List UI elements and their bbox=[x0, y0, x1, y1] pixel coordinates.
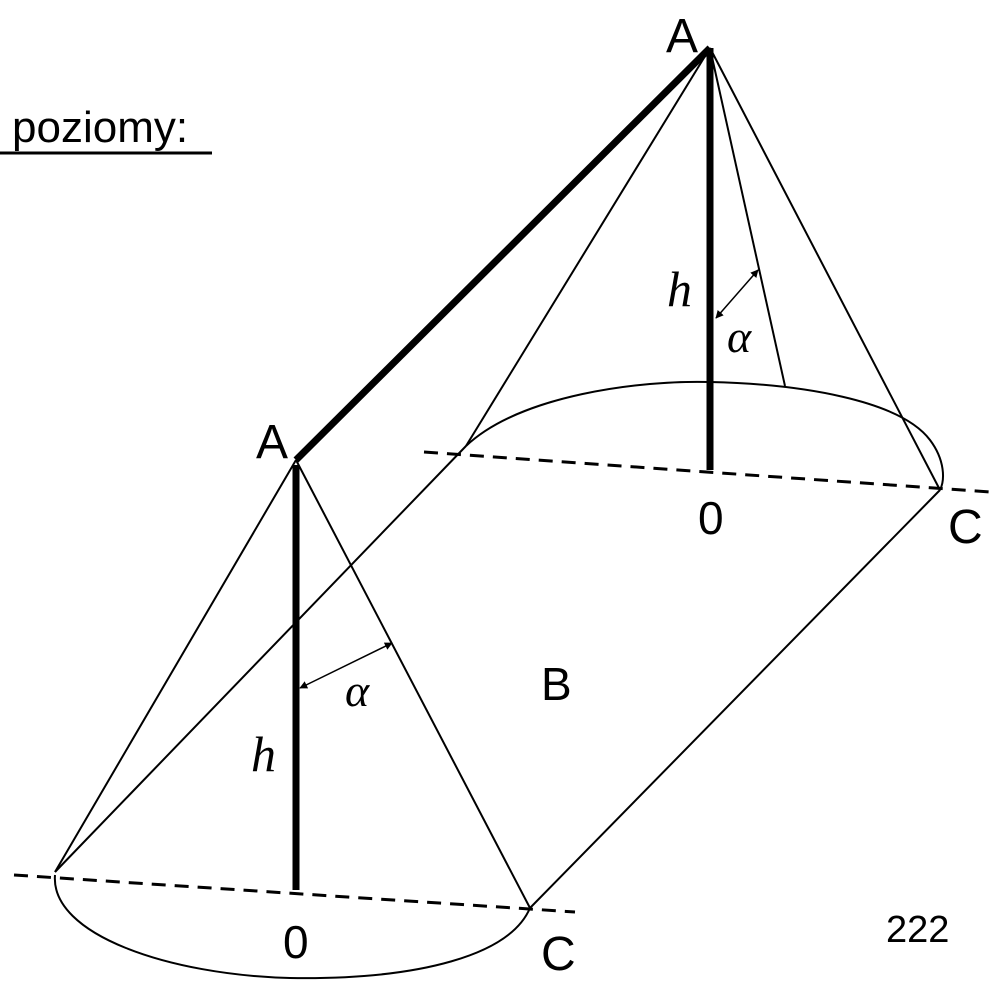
upper-cone-inner-edge bbox=[709, 47, 786, 387]
dashed-lines bbox=[13, 450, 991, 914]
lower-height-label: h bbox=[251, 726, 276, 782]
lower-dashed-line bbox=[13, 873, 576, 914]
lower-angle-arrow bbox=[299, 642, 393, 689]
upper-angle-label: α bbox=[727, 311, 752, 362]
plane-label: B bbox=[541, 658, 572, 710]
apex-connector-line bbox=[293, 45, 713, 463]
labels: A A h h α α 0 0 C C B 222 bbox=[251, 10, 983, 981]
page-number: 222 bbox=[886, 909, 949, 951]
upper-base-ellipse bbox=[465, 380, 944, 491]
angle-arrows bbox=[299, 269, 759, 689]
plane-right-edge bbox=[529, 489, 941, 909]
upper-center-label: 0 bbox=[698, 492, 724, 544]
lower-cone-left-edge bbox=[54, 459, 297, 873]
lower-point-label: C bbox=[541, 928, 576, 981]
upper-apex-label: A bbox=[666, 10, 698, 63]
heading-colon: : bbox=[176, 103, 188, 152]
lower-angle-label: α bbox=[345, 665, 370, 716]
heading-word: poziomy bbox=[12, 103, 176, 152]
cone-edges bbox=[54, 47, 941, 909]
upper-height-label: h bbox=[667, 261, 692, 317]
lower-center-label: 0 bbox=[283, 916, 309, 968]
lower-cone-right-edge bbox=[295, 459, 531, 909]
lower-apex-label: A bbox=[256, 416, 288, 469]
plane-left-edge bbox=[54, 445, 467, 873]
upper-point-label: C bbox=[948, 501, 983, 554]
base-ellipses bbox=[53, 380, 944, 980]
upper-cone-right-edge bbox=[709, 47, 941, 491]
svg-text:poziomy:: poziomy: bbox=[12, 103, 188, 152]
upper-angle-arrow bbox=[715, 269, 759, 319]
upper-cone-left-edge bbox=[465, 47, 711, 447]
heading: poziomy: bbox=[0, 103, 212, 155]
lower-base-ellipse bbox=[53, 874, 531, 980]
thick-lines bbox=[292, 45, 714, 890]
upper-dashed-line bbox=[423, 450, 991, 494]
